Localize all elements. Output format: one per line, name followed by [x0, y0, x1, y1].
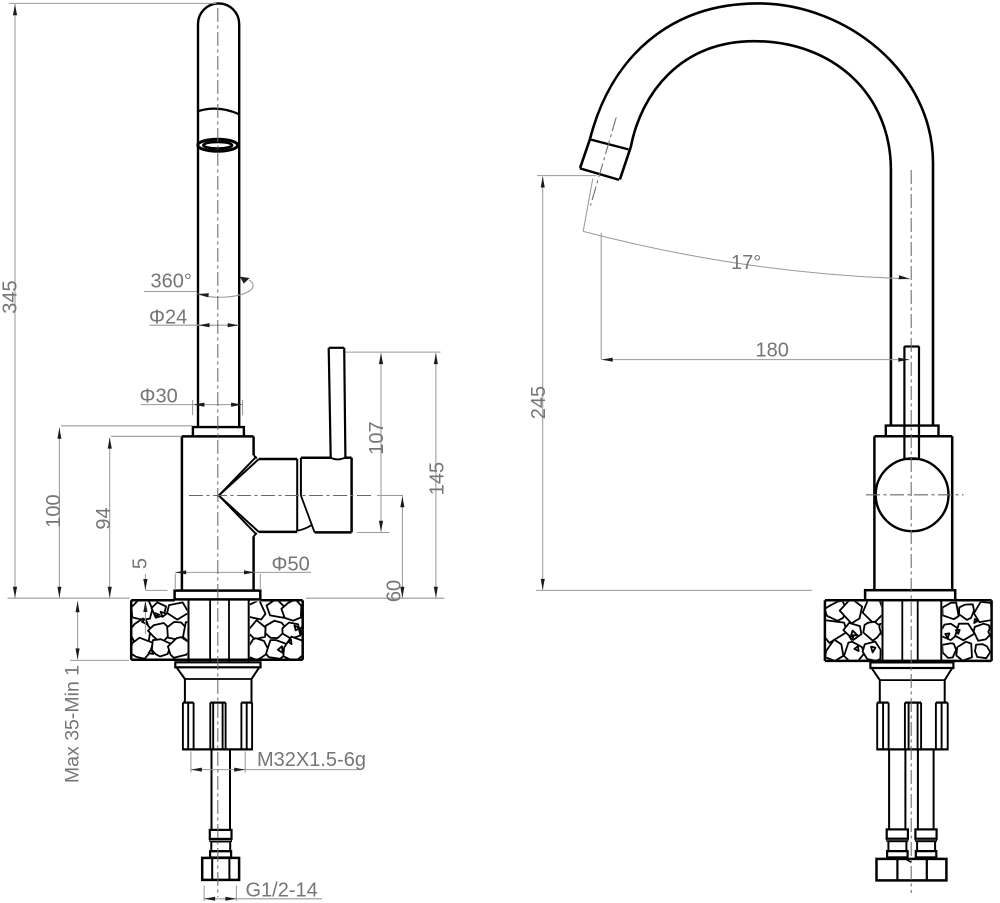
svg-text:Φ30: Φ30	[140, 386, 178, 408]
svg-text:245: 245	[528, 386, 550, 419]
svg-text:100: 100	[43, 494, 65, 527]
svg-text:Max 35-Min 1: Max 35-Min 1	[62, 665, 84, 783]
svg-text:94: 94	[93, 507, 115, 529]
svg-text:Φ24: Φ24	[149, 307, 187, 329]
svg-text:5: 5	[130, 558, 152, 569]
svg-text:145: 145	[427, 462, 449, 495]
svg-text:M32X1.5-6g: M32X1.5-6g	[257, 749, 366, 771]
svg-text:Φ50: Φ50	[272, 554, 310, 576]
svg-text:107: 107	[366, 421, 388, 454]
svg-text:G1/2-14: G1/2-14	[246, 880, 318, 902]
svg-text:60: 60	[384, 580, 406, 602]
svg-text:360°: 360°	[151, 271, 192, 293]
svg-text:17°: 17°	[731, 252, 761, 274]
svg-text:345: 345	[0, 280, 22, 313]
svg-text:180: 180	[756, 340, 789, 362]
